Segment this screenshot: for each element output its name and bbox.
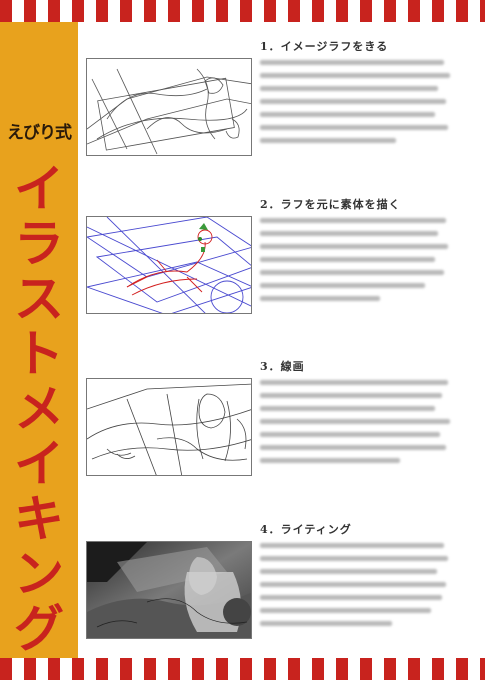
step-section-2: 2．ラフを元に素体を描く [86, 196, 472, 341]
bottom-stripe-border [0, 658, 485, 680]
blurred-text [260, 543, 454, 634]
side-banner: えびり式 イ ラ ス ト メ イ キ ン グ [0, 22, 78, 658]
step-section-1: 1．イメージラフをきる [86, 38, 472, 183]
step-section-4: 4．ライティング [86, 521, 472, 666]
top-stripe-border [0, 0, 485, 22]
blurred-text [260, 60, 454, 151]
lineart-image [86, 378, 252, 476]
body-sketch-image [86, 216, 252, 314]
step-section-3: 3．線画 [86, 358, 472, 503]
title-char: ラ [14, 215, 64, 273]
title-char: イ [14, 160, 64, 218]
title-char: イ [14, 435, 64, 493]
title-char: グ [14, 600, 64, 658]
step-heading: 2．ラフを元に素体を描く [260, 198, 401, 211]
title-char: メ [14, 380, 64, 438]
lighting-image [86, 541, 252, 639]
title-char: ス [14, 270, 64, 328]
step-heading: 1．イメージラフをきる [260, 40, 389, 53]
rough-sketch-image [86, 58, 252, 156]
title-char: キ [14, 490, 64, 548]
blurred-text [260, 380, 454, 471]
brand-logo: えびり式 [7, 123, 72, 143]
title-char: ト [14, 325, 64, 383]
blurred-text [260, 218, 454, 309]
vertical-title: イ ラ ス ト メ イ キ ン グ [0, 162, 78, 657]
step-heading: 4．ライティング [260, 523, 352, 536]
title-char: ン [14, 545, 64, 603]
step-heading: 3．線画 [260, 360, 305, 373]
